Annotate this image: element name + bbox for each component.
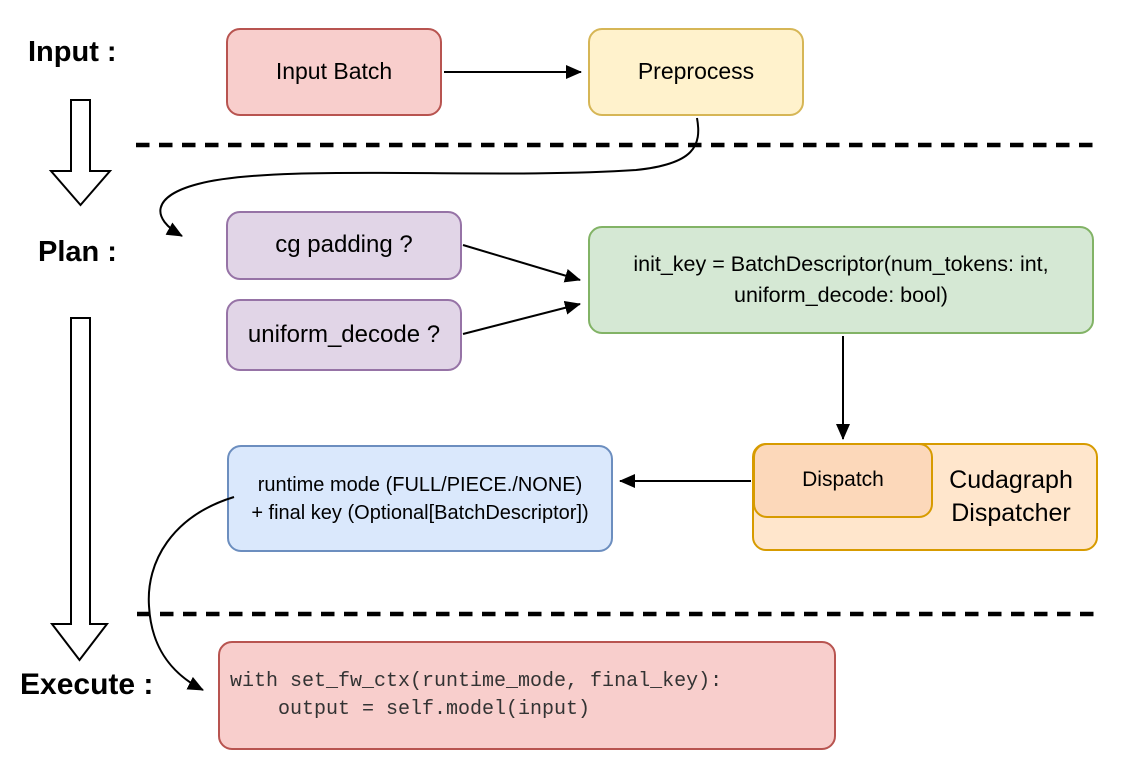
plan-to-execute-hollow-arrow	[49, 317, 110, 662]
dispatch-node: Dispatch	[753, 443, 933, 518]
runtime-mode-line2: + final key (Optional[BatchDescriptor])	[251, 501, 589, 524]
init-key-line2: uniform_decode: bool)	[734, 283, 948, 307]
execute-code-line1: with set_fw_ctx(runtime_mode, final_key)…	[230, 669, 723, 693]
cudagraph-dispatcher-line2: Dispatcher	[951, 499, 1071, 527]
input-batch-label: Input Batch	[275, 58, 393, 85]
arrow-cg-padding-to-init-key	[462, 244, 581, 283]
arrow-uniform-decode-to-init-key	[462, 300, 581, 335]
uniform-decode-node: uniform_decode ?	[226, 299, 462, 371]
plan-stage-label: Plan :	[38, 236, 117, 268]
execute-code-line2: output = self.model(input)	[230, 697, 591, 721]
cg-padding-label: cg padding ?	[275, 231, 413, 259]
input-to-plan-hollow-arrow	[48, 99, 113, 207]
cudagraph-dispatcher-label: Cudagraph Dispatcher	[926, 445, 1096, 549]
dispatch-label: Dispatch	[802, 468, 884, 492]
input-batch-node: Input Batch	[226, 28, 442, 116]
execute-stage-label: Execute :	[20, 668, 154, 701]
preprocess-label: Preprocess	[637, 58, 755, 85]
init-key-line1: init_key = BatchDescriptor(num_tokens: i…	[633, 252, 1049, 276]
cudagraph-dispatcher-line1: Cudagraph	[949, 466, 1073, 494]
runtime-mode-line1: runtime mode (FULL/PIECE./NONE)	[257, 473, 583, 496]
input-stage-label: Input :	[28, 36, 117, 68]
init-key-node: init_key = BatchDescriptor(num_tokens: i…	[588, 226, 1094, 334]
preprocess-node: Preprocess	[588, 28, 804, 116]
uniform-decode-label: uniform_decode ?	[247, 320, 441, 348]
execute-code-node: with set_fw_ctx(runtime_mode, final_key)…	[218, 641, 836, 750]
runtime-mode-node: runtime mode (FULL/PIECE./NONE) + final …	[227, 445, 613, 552]
cg-padding-node: cg padding ?	[226, 211, 462, 280]
